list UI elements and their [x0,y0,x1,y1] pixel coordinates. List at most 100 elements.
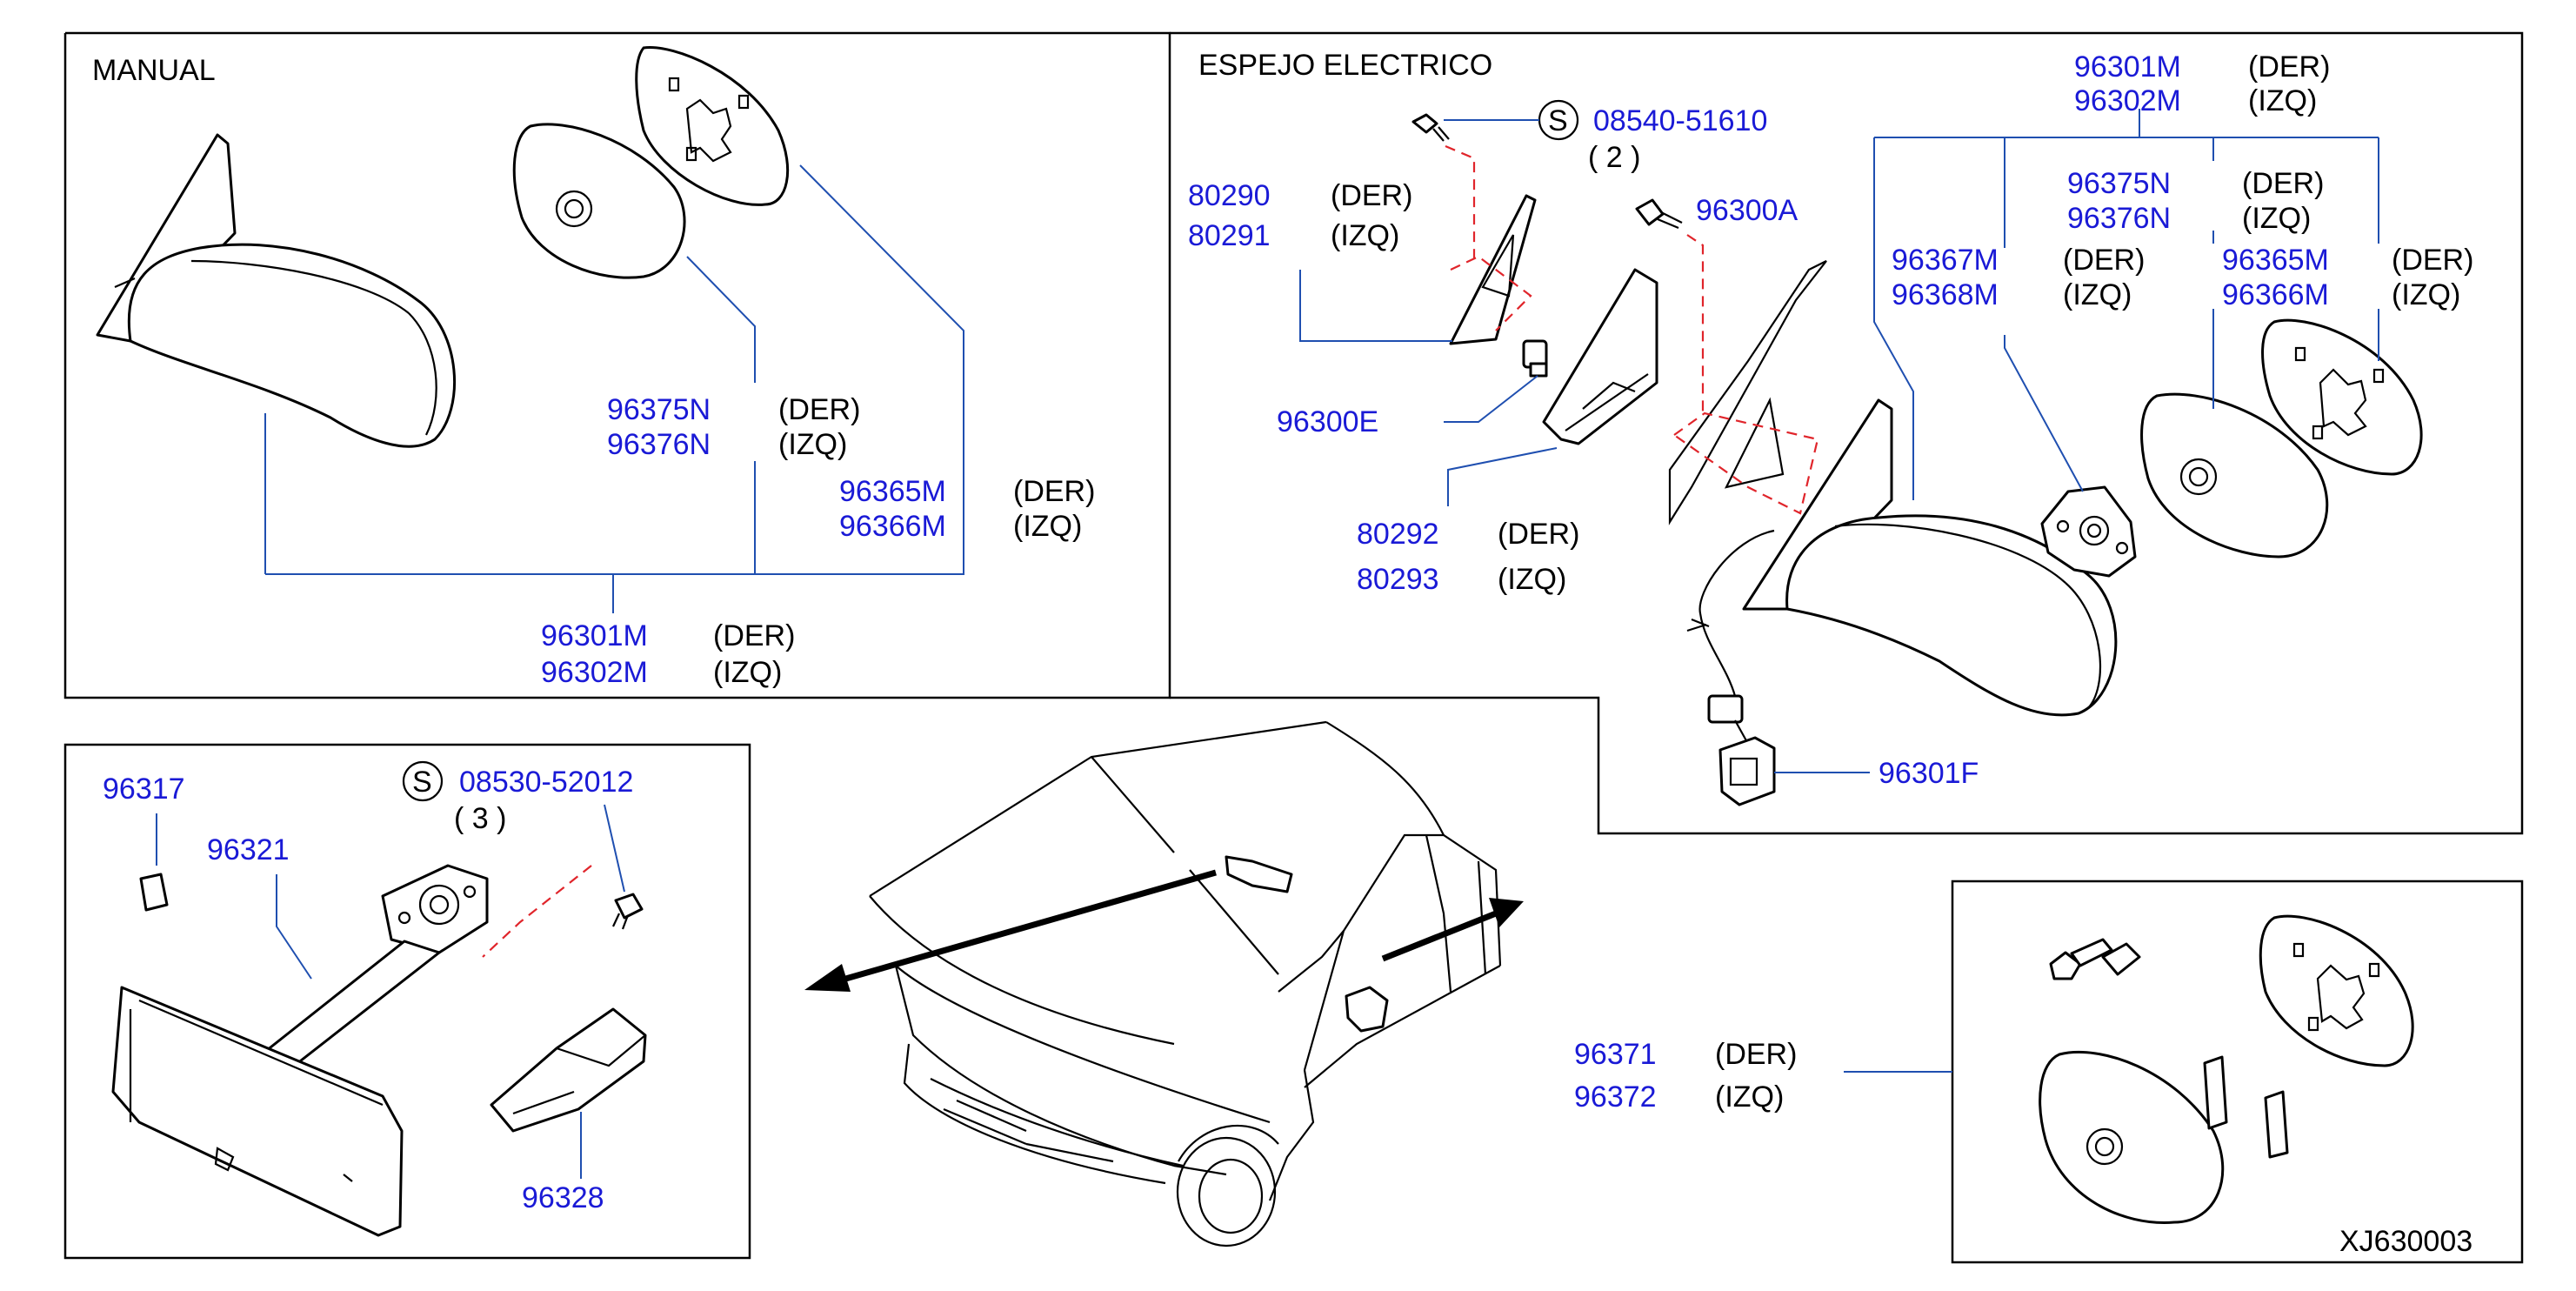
kit-mirror-backplate [2259,914,2414,1067]
kit-bolt [2049,938,2113,980]
electric-side-96375n: (DER) [2242,167,2324,200]
kit-pin [2101,942,2141,976]
electric-side-80290: (DER) [1331,179,1412,212]
electric-inner-bracket [1542,268,1658,445]
electric-part-96365m: 96365M [2222,244,2329,277]
kit-frame [1951,880,2524,1264]
electric-dash-screw [1445,144,1476,265]
electric-side-96366m: (IZQ) [2392,278,2460,311]
electric-screw-qty: ( 2 ) [1588,141,1640,174]
electric-screw-code: 08540-51610 [1593,104,1767,137]
electric-side-96365m: (DER) [2392,244,2473,277]
inner-leader-mirror [276,874,312,980]
electric-bolt [1635,198,1683,230]
electric-part-96368m: 96368M [1892,278,1999,311]
electric-leader-80290 [1299,270,1452,342]
electric-mirror-glass [2140,392,2329,559]
inner-screw-code: 08530-52012 [459,766,633,799]
manual-leader-bottom [265,470,964,575]
inner-screw [612,893,644,930]
electric-part-80290: 80290 [1188,179,1271,212]
manual-side-izq-3: (IZQ) [713,656,782,689]
inner-leader-screw [604,804,625,893]
electric-frame [1170,31,2524,835]
manual-side-der-2: (DER) [1013,475,1095,508]
electric-side-80292: (DER) [1498,518,1579,551]
electric-leader-tree-actuator2 [2004,335,2084,492]
electric-dash-door [1673,411,1819,515]
inner-part-96317: 96317 [103,773,185,806]
electric-part-96302m: 96302M [2074,84,2181,117]
electric-corner-bracket [1449,194,1537,345]
inner-dash-screw [482,865,592,958]
electric-part-80293: 80293 [1357,563,1439,596]
manual-side-izq-1: (IZQ) [778,428,847,461]
manual-part-96301m: 96301M [541,619,648,652]
electric-title: ESPEJO ELECTRICO [1198,49,1492,82]
electric-part-80292: 80292 [1357,518,1439,551]
electric-connector [1718,736,1776,806]
electric-part-96376n: 96376N [2067,202,2171,235]
inner-screw-symbol: S [412,766,432,799]
electric-part-96366m: 96366M [2222,278,2329,311]
manual-part-96375n: 96375N [607,393,711,426]
kit-spacer-2 [2264,1090,2289,1159]
electric-harness [1686,529,1775,745]
inner-part-96321: 96321 [207,833,290,866]
manual-mirror-actuator [635,46,790,206]
electric-dash-bolt [1686,234,1705,413]
electric-part-80291: 80291 [1188,219,1271,252]
electric-clip [1522,339,1548,378]
electric-part-96375n: 96375N [2067,167,2171,200]
electric-part-96300a: 96300A [1696,194,1799,227]
manual-part-96365m: 96365M [839,475,946,508]
kit-side-96372: (IZQ) [1715,1080,1784,1114]
inner-cover [490,1007,647,1133]
electric-side-96368m: (IZQ) [2063,278,2132,311]
kit-spacer-1 [2203,1055,2228,1130]
manual-side-der-3: (DER) [713,619,795,652]
electric-side-96302m: (IZQ) [2248,84,2317,117]
manual-title: MANUAL [92,54,216,87]
electric-door-corner [1668,260,1827,525]
arrow-to-inner-mirror [804,869,1217,992]
electric-leader-clip [1444,375,1538,423]
electric-part-96301f: 96301F [1879,757,1979,790]
manual-mirror-housing [96,133,456,448]
manual-mirror-glass [512,123,686,279]
electric-screw-symbol: S [1548,104,1568,137]
manual-side-der-1: (DER) [778,393,860,426]
electric-side-96376n: (IZQ) [2242,202,2311,235]
electric-side-96301m: (DER) [2248,50,2330,84]
electric-side-80291: (IZQ) [1331,219,1399,252]
inner-screw-symbol-circle [402,760,444,802]
inner-mirror-body [111,986,404,1237]
manual-part-96366m: 96366M [839,510,946,543]
inner-part-96328: 96328 [522,1181,604,1214]
kit-mirror-glass [2039,1050,2225,1224]
manual-side-izq-2: (IZQ) [1013,510,1082,543]
kit-side-96371: (DER) [1715,1038,1797,1071]
kit-part-96372: 96372 [1574,1080,1657,1114]
electric-mirror-housing [1742,398,2118,717]
manual-part-96302m: 96302M [541,656,648,689]
electric-part-96367m: 96367M [1892,244,1999,277]
electric-leader-tree-housing [1873,137,1914,500]
electric-part-96300e: 96300E [1277,405,1378,438]
car-illustration [869,720,1502,1248]
electric-leader-80292 [1447,447,1558,506]
inner-mirror-frame [63,743,751,1260]
manual-part-96376n: 96376N [607,428,711,461]
inner-cap [139,873,169,912]
electric-actuator [2040,485,2137,578]
arrow-to-side-mirror [1381,898,1524,962]
manual-leader-actuator [799,164,964,470]
electric-part-96301m: 96301M [2074,50,2181,84]
electric-side-80293: (IZQ) [1498,563,1566,596]
electric-side-96367m: (DER) [2063,244,2145,277]
electric-screw [1411,113,1450,142]
manual-leader-glass [686,256,756,383]
diagram-id: XJ630003 [2339,1225,2473,1258]
kit-part-96371: 96371 [1574,1038,1657,1071]
